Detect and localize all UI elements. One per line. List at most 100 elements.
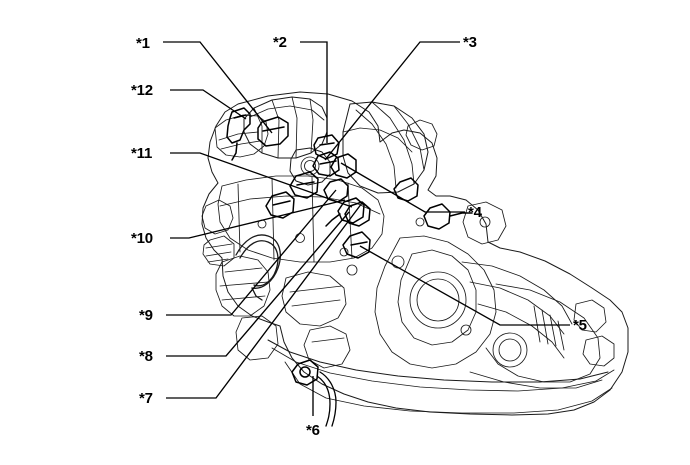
transaxle-boss-r2	[582, 335, 615, 367]
left-lower-rib-2	[219, 281, 269, 287]
leader-line-11	[170, 152, 353, 208]
component-11	[289, 171, 319, 199]
transaxle-fin-1	[533, 305, 541, 343]
boss-hole-c	[295, 233, 305, 243]
bell-housing-bore-inner	[416, 278, 460, 322]
component-12-detail	[233, 114, 247, 119]
component-right-connector-lead	[449, 212, 473, 217]
component-6	[291, 359, 319, 386]
lower-left-fin-2	[205, 251, 232, 257]
cam-cover-rib-1	[355, 109, 397, 189]
engine-illustration	[201, 91, 629, 416]
oil-pan-body	[271, 347, 615, 392]
callout-leader-lines	[163, 41, 570, 416]
sump-boss	[303, 325, 351, 369]
leader-line-1	[163, 41, 273, 134]
boss-hole-f	[460, 324, 472, 336]
transaxle-rib-2	[469, 281, 565, 335]
callout-label-10: *10	[131, 230, 153, 247]
highlighted-components	[226, 107, 473, 427]
leader-line-3	[324, 41, 460, 161]
left-lower-casting	[215, 255, 271, 317]
callout-label-6: *6	[306, 422, 320, 439]
block-front-face	[217, 175, 385, 263]
harness-tail	[251, 287, 263, 301]
cam-cover-rib-2	[371, 101, 415, 185]
right-flange	[462, 201, 507, 245]
callout-label-4: *4	[468, 204, 482, 221]
callout-label-3: *3	[463, 34, 477, 51]
component-upper-right-connector	[393, 177, 419, 202]
boss-hole-b	[391, 255, 405, 269]
throttle-body	[289, 147, 331, 186]
callout-label-11: *11	[131, 145, 153, 162]
intake-plenum	[243, 96, 328, 159]
center-bracket-rib	[289, 285, 343, 293]
leader-line-7	[166, 202, 363, 399]
boss-hole-e	[415, 217, 425, 227]
callout-label-8: *8	[139, 348, 153, 365]
block-face-seam-2	[271, 177, 275, 261]
callout-label-5: *5	[573, 317, 587, 334]
component-1-detail	[262, 126, 285, 132]
component-10-detail	[272, 200, 291, 206]
bell-housing-bore	[409, 271, 467, 329]
leader-line-12	[170, 89, 247, 120]
component-11-detail	[296, 181, 315, 186]
upper-right-boss	[405, 119, 438, 151]
component-8	[337, 197, 365, 224]
left-head-ridge-a	[218, 131, 259, 141]
plenum-facet-2	[271, 99, 280, 159]
right-cam-cover	[342, 101, 429, 194]
leader-line-2	[300, 41, 328, 143]
component-2-detail	[319, 142, 335, 146]
bell-housing	[374, 235, 497, 369]
bell-housing-inner	[397, 249, 477, 346]
transaxle-fin-3	[549, 314, 557, 347]
component-8-lead	[325, 213, 341, 227]
cam-cover-rib-3	[393, 105, 425, 171]
component-2	[313, 134, 340, 160]
lower-left-fin-1	[205, 243, 233, 249]
transaxle-bottom-rib	[469, 371, 603, 389]
component-10	[265, 191, 295, 219]
lower-left-boss-b	[202, 235, 235, 267]
transaxle-boss-r1	[573, 299, 607, 333]
lower-left-fin-3	[207, 258, 229, 263]
transaxle-panel	[485, 283, 601, 383]
right-flange-hole	[479, 216, 491, 228]
block-face-seam-3	[311, 176, 315, 263]
leader-line-4	[340, 162, 465, 213]
callout-label-7: *7	[139, 390, 153, 407]
transaxle-fin-2	[541, 309, 549, 345]
plenum-top-edge	[249, 105, 325, 121]
block-face-seam-1	[237, 183, 241, 253]
boss-hole-a	[346, 264, 358, 276]
component-6-wire-a	[316, 375, 331, 427]
callout-label-9: *9	[139, 307, 153, 324]
lower-left-boss-a	[201, 199, 234, 235]
component-9	[323, 178, 349, 203]
transaxle-upper-rib	[461, 261, 573, 325]
callout-label-2: *2	[273, 34, 287, 51]
callout-label-1: *1	[136, 35, 150, 52]
plenum-facet-3	[291, 96, 298, 159]
leader-line-8	[166, 211, 350, 357]
component-5	[342, 231, 371, 259]
transaxle-port-a	[492, 332, 528, 368]
component-5-detail	[350, 241, 368, 246]
component-6-hub	[299, 366, 311, 378]
lower-left-bracket	[235, 315, 279, 361]
cam-cover-edge	[342, 127, 413, 153]
wiring-harness-loop-b	[239, 240, 279, 287]
sump-boss-detail	[311, 337, 345, 343]
left-lower-rib-1	[224, 267, 263, 273]
throttle-bore	[300, 156, 320, 176]
wiring-harness-loop	[235, 234, 281, 289]
component-12-lead	[231, 142, 238, 161]
left-head-ridge-b	[220, 140, 261, 150]
center-bracket-rib2	[291, 299, 341, 307]
transaxle-fin-4	[557, 320, 565, 351]
